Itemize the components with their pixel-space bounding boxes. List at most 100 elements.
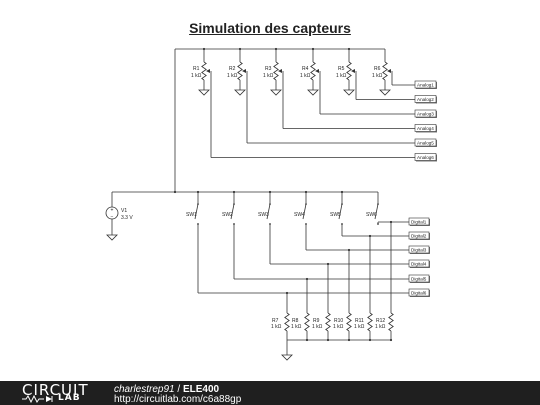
footer-bar: CIRCUIT LAB charlestrep91 / ELE400 http:… [0, 381, 540, 405]
digital-pin-2-label: Digital2 [411, 233, 427, 238]
pot-ref-2: R2 [229, 66, 236, 72]
digital-pin-4-label: Digital4 [411, 261, 427, 266]
analog-pin-5: Analog5 [414, 138, 437, 147]
wires [111, 47, 415, 355]
analog-pin-2: Analog2 [414, 95, 437, 104]
ground-pot-6 [379, 89, 391, 96]
digital-pin-2: Digital2 [408, 231, 430, 240]
pulldown-value-3: 1 kΩ [312, 324, 323, 330]
switch-ref-4: SW4 [294, 212, 305, 218]
logo-lab-text: LAB [58, 393, 81, 403]
digital-pins: Digital1Digital2Digital3Digital4Digital5… [408, 217, 430, 297]
ground-source [106, 234, 118, 241]
ground-pot-3 [270, 89, 282, 96]
pulldown-value-5: 1 kΩ [354, 324, 365, 330]
pulldown-value-2: 1 kΩ [291, 324, 302, 330]
analog-pins: Analog1Analog2Analog3Analog4Analog5Analo… [414, 80, 437, 162]
separator: / [177, 384, 181, 395]
potentiometer-r1: R11 kΩ [191, 49, 210, 90]
digital-pin-3-label: Digital3 [411, 247, 427, 252]
pulldown-value-4: 1 kΩ [333, 324, 344, 330]
switch-sw5: SW5 [330, 192, 343, 225]
switch-ref-6: SW6 [366, 212, 377, 218]
analog-pin-4-label: Analog4 [417, 126, 434, 131]
pulldown-ref-4: R10 [334, 318, 343, 324]
switch-sw2: SW2 [222, 192, 235, 225]
analog-pin-2-label: Analog2 [417, 97, 434, 102]
switch-sw6: SW6 [366, 192, 379, 225]
digital-pin-6-label: Digital6 [411, 290, 427, 295]
pot-value-2: 1 kΩ [227, 73, 238, 79]
potentiometer-r2: R21 kΩ [227, 49, 246, 90]
switch-ref-3: SW3 [258, 212, 269, 218]
switch-sw1: SW1 [186, 192, 199, 225]
project-name: ELE400 [182, 384, 220, 395]
pot-value-4: 1 kΩ [300, 73, 311, 79]
digital-pin-5-label: Digital5 [411, 276, 427, 281]
author-line: charlestrep91 / ELE400 [114, 384, 219, 395]
digital-pin-1-label: Digital1 [411, 219, 427, 224]
pot-ref-5: R5 [338, 66, 345, 72]
digital-pin-5: Digital5 [408, 274, 430, 283]
pulldown-value-6: 1 kΩ [375, 324, 386, 330]
analog-pin-6-label: Analog6 [417, 155, 434, 160]
potentiometer-r5: R51 kΩ [336, 49, 355, 90]
digital-pin-4: Digital4 [408, 259, 430, 268]
analog-pin-1: Analog1 [414, 80, 437, 89]
project-url[interactable]: http://circuitlab.com/c6a88gp [114, 394, 242, 405]
pulldown-r8: R81 kΩ [291, 312, 310, 340]
pulldown-ref-1: R7 [272, 318, 279, 324]
switch-sw3: SW3 [258, 192, 271, 225]
schematic-title: Simulation des capteurs [189, 20, 351, 36]
analog-pin-6: Analog6 [414, 153, 437, 162]
v1-ref: V1 [121, 208, 127, 214]
voltage-source-v1: +− V13.3 V [105, 206, 133, 221]
logo-wave-icon [22, 395, 53, 403]
pulldown-ref-6: R12 [376, 318, 385, 324]
digital-pin-6: Digital6 [408, 288, 430, 297]
pot-ref-1: R1 [193, 66, 200, 72]
ground-pot-5 [343, 89, 355, 96]
voltage-source: +− V13.3 V [105, 206, 133, 221]
digital-pin-1: Digital1 [408, 217, 430, 226]
ground-pot-2 [234, 89, 246, 96]
pot-value-6: 1 kΩ [372, 73, 383, 79]
analog-pin-3-label: Analog3 [417, 111, 434, 116]
grounds [106, 89, 391, 361]
ground-pulldowns [281, 354, 293, 361]
pulldown-ref-3: R9 [313, 318, 320, 324]
v1-minus: − [111, 214, 114, 220]
potentiometer-r3: R31 kΩ [263, 49, 282, 90]
author-link[interactable]: charlestrep91 [114, 384, 175, 395]
pot-value-3: 1 kΩ [263, 73, 274, 79]
pulldown-r9: R91 kΩ [312, 312, 331, 340]
potentiometer-r6: R61 kΩ [372, 49, 391, 90]
v1-value: 3.3 V [121, 215, 133, 221]
analog-pin-1-label: Analog1 [417, 82, 434, 87]
ground-pot-1 [198, 89, 210, 96]
potentiometer-r4: R41 kΩ [300, 49, 319, 90]
pot-ref-6: R6 [374, 66, 381, 72]
switch-ref-2: SW2 [222, 212, 233, 218]
pulldown-r7: R71 kΩ [271, 312, 290, 340]
pot-value-5: 1 kΩ [336, 73, 347, 79]
pulldown-value-1: 1 kΩ [271, 324, 282, 330]
v1-plus: + [111, 208, 114, 214]
switch-ref-1: SW1 [186, 212, 197, 218]
switch-ref-5: SW5 [330, 212, 341, 218]
pot-ref-4: R4 [302, 66, 309, 72]
analog-pin-4: Analog4 [414, 124, 437, 133]
pulldown-ref-2: R8 [292, 318, 299, 324]
analog-pin-5-label: Analog5 [417, 140, 434, 145]
analog-pin-3: Analog3 [414, 109, 437, 118]
switches: SW1 SW2 SW3 SW4 SW5 SW6 [186, 192, 379, 225]
digital-pin-3: Digital3 [408, 245, 430, 254]
pulldown-ref-5: R11 [355, 318, 364, 324]
pot-value-1: 1 kΩ [191, 73, 202, 79]
logo-circuit-text: CIRCUIT [22, 381, 89, 399]
